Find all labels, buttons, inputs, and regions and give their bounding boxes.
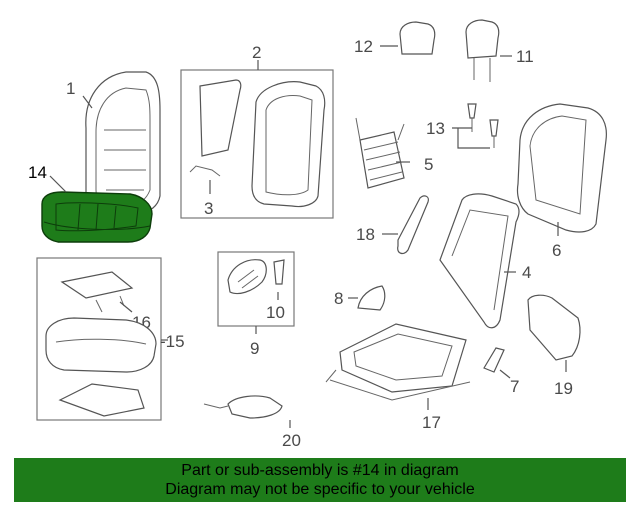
callout-7[interactable]: 7 [510, 377, 519, 396]
callout-9[interactable]: 9 [250, 339, 259, 358]
part-10-knob[interactable] [273, 259, 285, 285]
callout-19[interactable]: 19 [554, 379, 573, 398]
callout-20[interactable]: 20 [282, 431, 301, 450]
part-15-cushion-base[interactable] [58, 383, 145, 417]
part-2-seatback-pad[interactable] [199, 79, 326, 208]
part-5-spring-mat[interactable] [355, 117, 405, 189]
part-20-wire-harness[interactable] [203, 395, 283, 419]
part-6-rear-panel[interactable] [516, 103, 607, 233]
part-12-headrest[interactable] [399, 21, 436, 55]
banner-line-2: Diagram may not be specific to your vehi… [165, 481, 475, 498]
part-9-switch-bezel[interactable] [227, 259, 267, 295]
callout-6[interactable]: 6 [552, 241, 561, 260]
callout-15[interactable]: -15 [160, 332, 185, 351]
callout-1[interactable]: 1 [66, 79, 75, 98]
callout-5[interactable]: 5 [424, 155, 433, 174]
callout-11[interactable]: 11 [516, 47, 534, 66]
leader-14 [49, 175, 67, 193]
leader-13 [452, 127, 490, 149]
part-19-side-shield[interactable] [527, 294, 581, 361]
callout-14[interactable]: 14 [28, 163, 47, 182]
leader-7 [499, 369, 511, 379]
part-13-headrest-guides[interactable] [467, 103, 499, 148]
callout-10[interactable]: 10 [266, 303, 285, 322]
part-18-side-trim[interactable] [397, 195, 429, 255]
group-2-box [180, 69, 334, 219]
callout-4[interactable]: 4 [522, 263, 531, 282]
callout-3[interactable]: 3 [204, 199, 213, 218]
leader-1 [82, 95, 93, 109]
part-3-wire-clip[interactable] [189, 165, 221, 177]
part-8-trim-cap[interactable] [357, 285, 386, 311]
part-4-seatback-frame[interactable] [439, 193, 520, 329]
part-7-bracket[interactable] [483, 347, 505, 373]
info-banner: Part or sub-assembly is #14 in diagram D… [14, 458, 626, 502]
callout-18[interactable]: 18 [356, 225, 375, 244]
part-16-heater-pad[interactable] [60, 271, 134, 313]
part-17-seat-frame[interactable] [325, 323, 471, 401]
callout-8[interactable]: 8 [334, 289, 343, 308]
callout-17[interactable]: 17 [422, 413, 441, 432]
part-11-headrest-assembly[interactable] [465, 19, 500, 82]
leader-16 [119, 301, 133, 313]
part-15-cushion-pad[interactable] [45, 317, 157, 373]
callout-13[interactable]: 13 [426, 119, 445, 138]
callout-12[interactable]: 12 [354, 37, 373, 56]
part-14-seat-cushion-cover[interactable] [41, 191, 153, 243]
group-15-box [36, 257, 162, 421]
seat-exploded-diagram: 1 14 2 3 12 11 13 [28, 19, 607, 450]
callout-2[interactable]: 2 [252, 43, 261, 62]
banner-line-1: Part or sub-assembly is #14 in diagram [181, 462, 459, 479]
